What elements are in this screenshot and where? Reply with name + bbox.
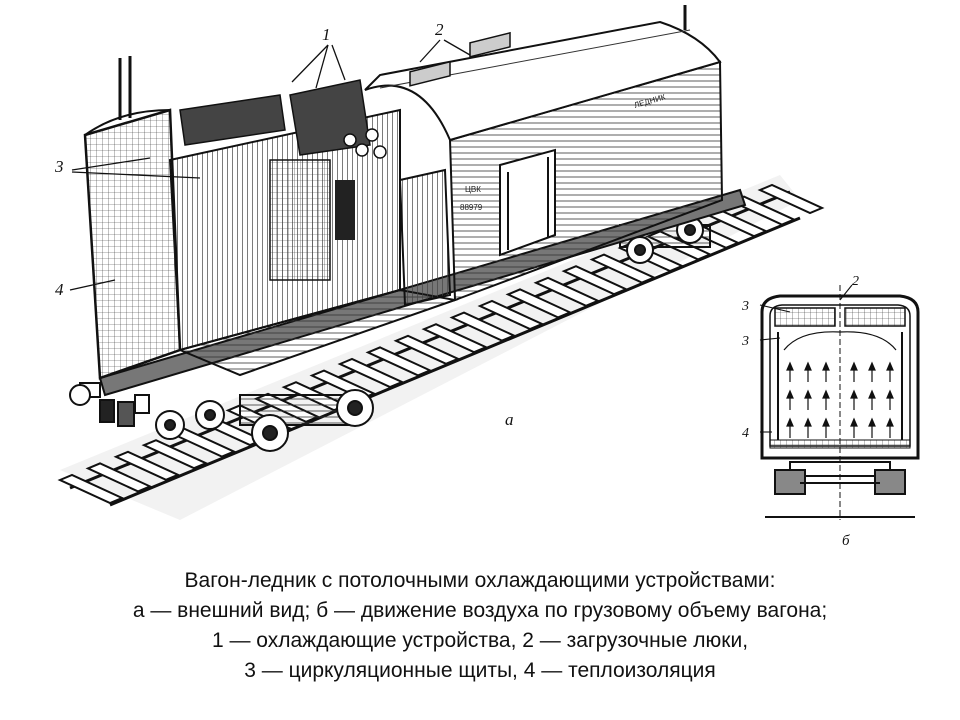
air-arrow-head bbox=[886, 417, 894, 427]
car-label-1: 1 bbox=[322, 25, 331, 44]
caption-line-1: Вагон-ледник с потолочными охлаждающими … bbox=[184, 569, 776, 592]
section-label-3a: 3 bbox=[741, 299, 749, 314]
sleeper bbox=[589, 253, 657, 284]
leader-lines bbox=[69, 39, 471, 291]
figure-drawing: ЦВК 88979 ЛЕДНИК bbox=[54, 5, 920, 549]
car-end-wall bbox=[83, 108, 182, 380]
sleeper bbox=[449, 311, 517, 342]
air-arrow-head bbox=[886, 361, 894, 371]
air-arrow-head bbox=[868, 417, 876, 427]
air-arrow-head bbox=[868, 361, 876, 371]
sleeper bbox=[477, 299, 545, 331]
air-arrow-head bbox=[868, 389, 876, 399]
sleeper bbox=[141, 439, 209, 470]
air-arrow-head bbox=[850, 417, 858, 427]
view-a-letter: а bbox=[505, 410, 514, 429]
cross-section-view: 2 3 3 4 б bbox=[741, 274, 920, 549]
interior-door-opening bbox=[335, 180, 355, 240]
front-wheels bbox=[155, 400, 225, 440]
view-b-letter: б bbox=[842, 533, 850, 549]
air-arrow-head bbox=[850, 389, 858, 399]
front-bogie bbox=[239, 389, 374, 452]
car-door bbox=[499, 148, 556, 257]
partition bbox=[398, 168, 452, 307]
circulation-panel bbox=[269, 159, 331, 281]
loading-hatches bbox=[409, 31, 511, 87]
figure-caption: Вагон-ледник с потолочными охлаждающими … bbox=[0, 566, 960, 686]
sleeper bbox=[757, 183, 825, 215]
sleeper bbox=[337, 357, 405, 389]
buffers bbox=[69, 382, 150, 427]
sleeper bbox=[533, 276, 601, 307]
sleeper bbox=[505, 288, 573, 319]
sleeper bbox=[85, 462, 153, 493]
car-label-2: 2 bbox=[435, 20, 444, 39]
air-arrow-head bbox=[804, 417, 812, 427]
air-arrow-head bbox=[822, 417, 830, 427]
rail bbox=[109, 216, 801, 507]
cooling-devices bbox=[179, 79, 387, 159]
air-flow-arrows bbox=[786, 361, 894, 438]
air-arrow-head bbox=[786, 417, 794, 427]
sleeper bbox=[421, 323, 489, 354]
car-label-4: 4 bbox=[55, 280, 64, 299]
air-arrow-head bbox=[886, 389, 894, 399]
air-arrow-head bbox=[786, 361, 794, 371]
sleeper bbox=[57, 473, 125, 505]
caption-line-3: 1 — охлаждающие устройства, 2 — загрузоч… bbox=[211, 629, 749, 652]
car-roof bbox=[364, 20, 722, 142]
section-label-3b: 3 bbox=[741, 334, 749, 349]
caption-line-4: 3 — циркуляционные щиты, 4 — теплоизоляц… bbox=[244, 659, 716, 682]
air-arrow-head bbox=[822, 361, 830, 371]
sleeper bbox=[113, 450, 181, 481]
car-lettering-2: 88979 bbox=[460, 203, 483, 212]
section-label-4: 4 bbox=[742, 426, 749, 441]
air-arrow-head bbox=[850, 361, 858, 371]
section-insulation bbox=[769, 304, 911, 447]
air-arrow-head bbox=[786, 389, 794, 399]
car-label-3: 3 bbox=[54, 157, 64, 176]
caption-line-2: а — внешний вид; б — движение воздуха по… bbox=[132, 599, 828, 622]
sleeper bbox=[393, 334, 461, 365]
section-bunker-right bbox=[844, 307, 906, 327]
car-external-view: ЦВК 88979 ЛЕДНИК bbox=[54, 5, 825, 520]
section-leader-lines bbox=[759, 284, 853, 433]
car-lettering-1: ЦВК bbox=[465, 185, 481, 194]
air-arrow-head bbox=[804, 389, 812, 399]
section-bunker-left bbox=[774, 307, 836, 327]
air-arrow-head bbox=[804, 361, 812, 371]
air-arrow-head bbox=[822, 389, 830, 399]
section-label-2: 2 bbox=[852, 274, 859, 289]
sleeper bbox=[365, 346, 433, 377]
sleeper bbox=[561, 265, 629, 296]
